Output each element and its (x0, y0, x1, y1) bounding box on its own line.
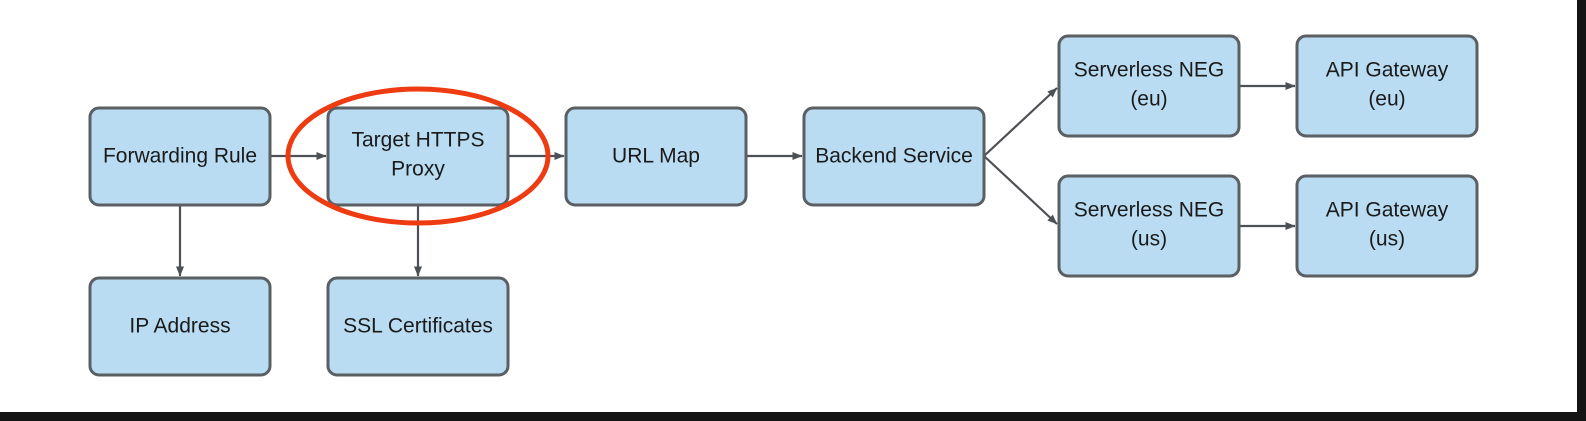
node-api-gateway-us-label-line1: API Gateway (1326, 199, 1449, 222)
node-serverless-neg-eu-label-line2: (eu) (1130, 88, 1167, 111)
node-forwarding-rule-shape (88, 106, 272, 207)
annotations-layer (285, 86, 551, 226)
node-ssl-certificates-label: SSL Certificates (343, 315, 493, 338)
node-url-map-label: URL Map (612, 145, 700, 168)
node-backend-service-label: Backend Service (815, 145, 973, 168)
node-ip-address-shape (88, 276, 272, 377)
node-api-gateway-us-label-line2: (us) (1369, 228, 1405, 251)
node-target-https-proxy[interactable]: Target HTTPS Proxy (326, 106, 510, 207)
edge-backend-service-to-serverless-neg-us (983, 155, 1058, 225)
node-serverless-neg-eu[interactable]: Serverless NEG (eu) (1057, 34, 1241, 138)
node-api-gateway-eu-label-line2: (eu) (1368, 88, 1405, 111)
node-ssl-certificates-shape (326, 276, 510, 377)
right-edge-bar (1577, 0, 1586, 421)
edge-backend-service-to-serverless-neg-eu (983, 87, 1058, 157)
edges-layer (176, 82, 1296, 277)
node-api-gateway-eu[interactable]: API Gateway (eu) (1295, 34, 1479, 138)
node-ip-address-label: IP Address (129, 315, 230, 338)
node-ssl-certificates[interactable]: SSL Certificates (326, 276, 510, 377)
node-api-gateway-eu-label-line1: API Gateway (1326, 59, 1449, 82)
node-serverless-neg-eu-shape (1057, 34, 1241, 138)
node-target-https-proxy-shape (326, 106, 510, 207)
node-backend-service[interactable]: Backend Service (802, 106, 986, 207)
node-target-https-proxy-label-line2: Proxy (391, 158, 445, 181)
node-serverless-neg-us-label-line1: Serverless NEG (1074, 199, 1225, 222)
node-forwarding-rule-label: Forwarding Rule (103, 145, 257, 168)
node-ip-address[interactable]: IP Address (88, 276, 272, 377)
bottom-edge-bar (0, 412, 1586, 421)
node-url-map[interactable]: URL Map (564, 106, 748, 207)
node-serverless-neg-us-shape (1057, 174, 1241, 278)
node-url-map-shape (564, 106, 748, 207)
node-target-https-proxy-label-line1: Target HTTPS (351, 129, 484, 152)
node-serverless-neg-us-label-line2: (us) (1131, 228, 1167, 251)
nodes-layer: Forwarding Rule Target HTTPS Proxy URL M… (88, 34, 1479, 377)
node-api-gateway-us-shape (1295, 174, 1479, 278)
node-api-gateway-eu-shape (1295, 34, 1479, 138)
highlight-ellipse-target-https-proxy (285, 86, 551, 226)
node-serverless-neg-us[interactable]: Serverless NEG (us) (1057, 174, 1241, 278)
node-forwarding-rule[interactable]: Forwarding Rule (88, 106, 272, 207)
node-api-gateway-us[interactable]: API Gateway (us) (1295, 174, 1479, 278)
node-serverless-neg-eu-label-line1: Serverless NEG (1074, 59, 1225, 82)
node-backend-service-shape (802, 106, 986, 207)
